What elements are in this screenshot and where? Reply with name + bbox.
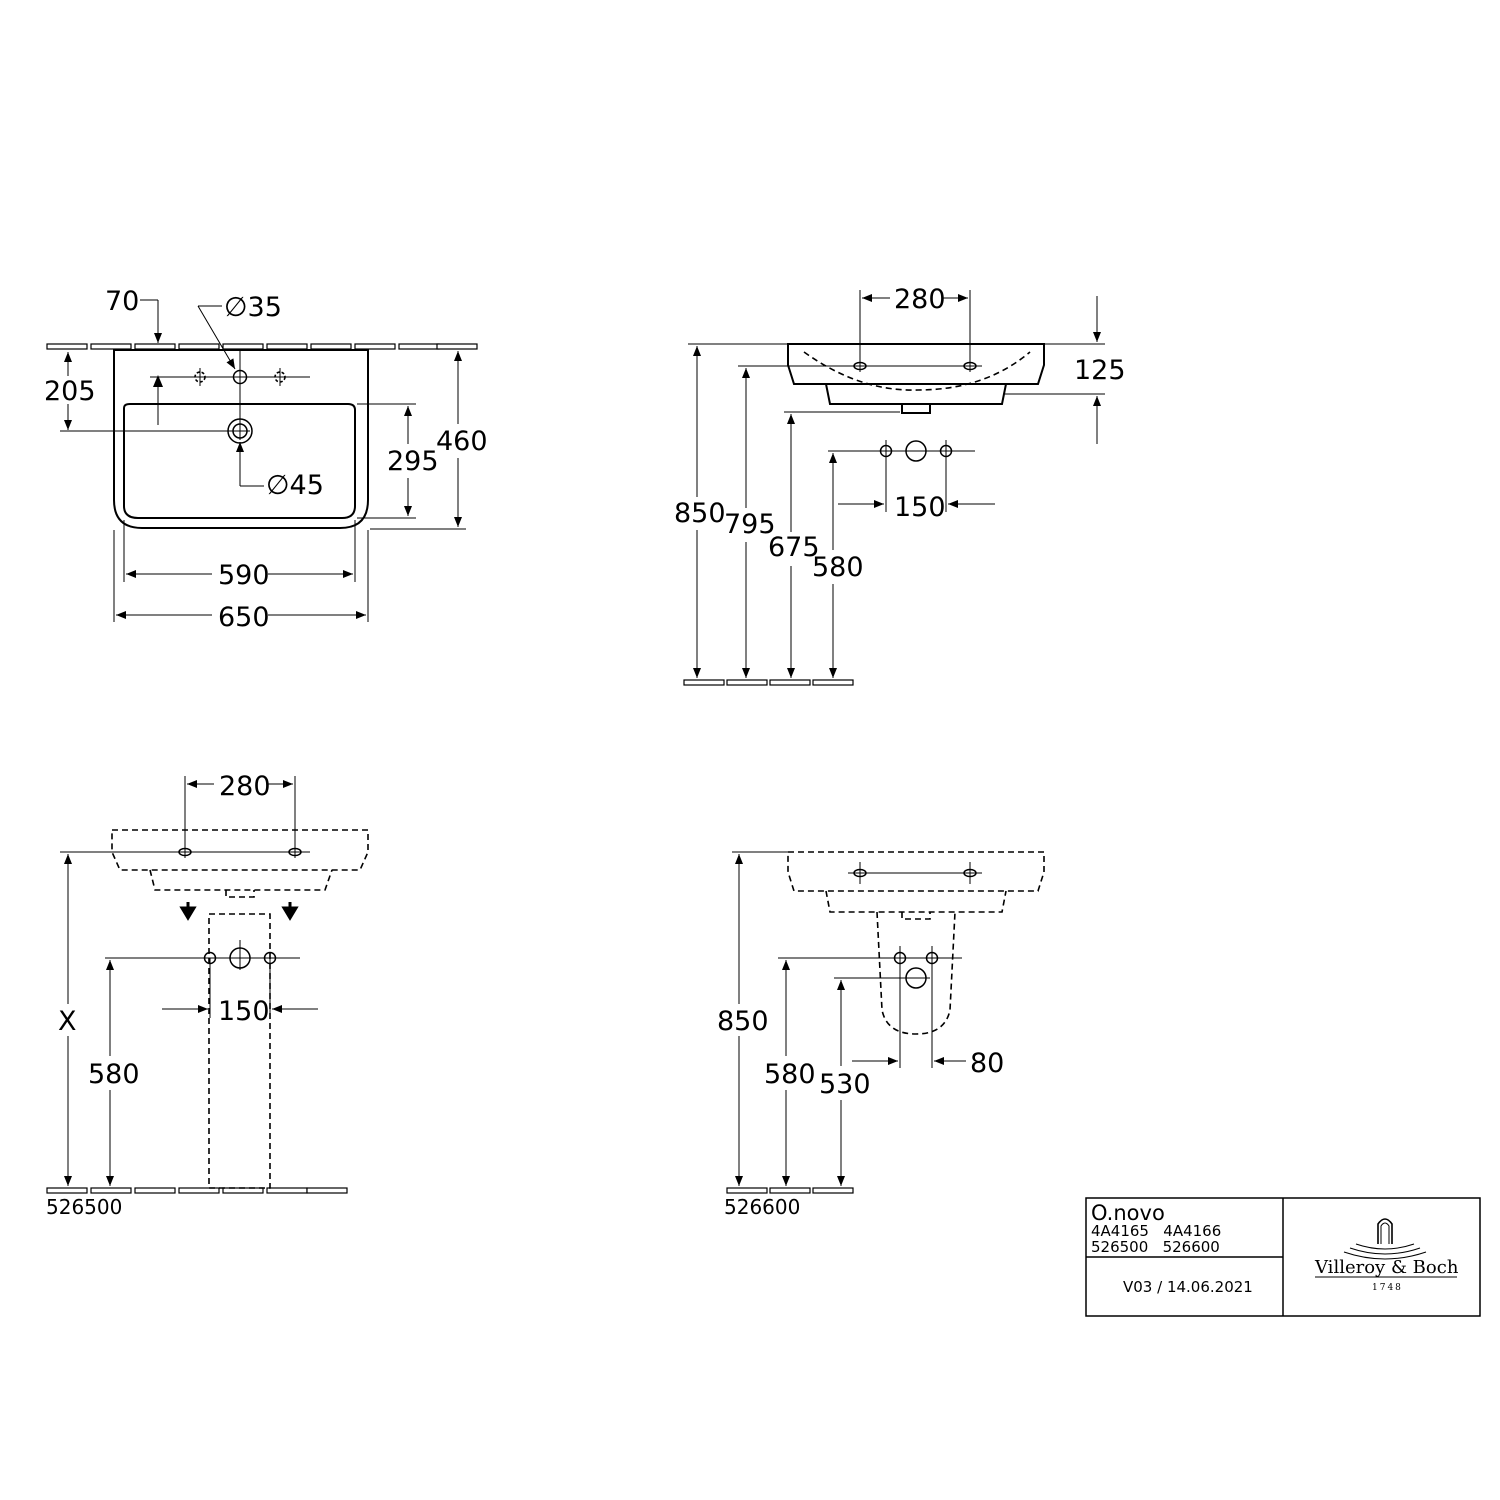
tap-hole bbox=[232, 369, 248, 385]
dim-side-795: 795 bbox=[724, 509, 776, 540]
dim-front1-hole-spacing: 280 bbox=[219, 771, 271, 802]
dim-side-850: 850 bbox=[674, 498, 726, 529]
series-name: O.novo bbox=[1091, 1201, 1165, 1225]
dim-depth: 460 bbox=[436, 426, 488, 457]
pedestal bbox=[208, 913, 271, 1189]
bowl-outline-top bbox=[123, 403, 356, 519]
dim-tap-offset: 70 bbox=[105, 286, 139, 317]
product-codes-row1: 4A4165 4A4166 bbox=[1091, 1222, 1221, 1240]
dim-front1-x: X bbox=[58, 1006, 77, 1037]
drawing-version: V03 / 14.06.2021 bbox=[1123, 1278, 1253, 1296]
dim-bowl-width: 590 bbox=[218, 560, 270, 591]
dim-bowl-depth: 295 bbox=[387, 446, 439, 477]
front-view-526600-floor bbox=[726, 1187, 854, 1194]
dim-front2-80: 80 bbox=[970, 1048, 1004, 1079]
product-codes-row2: 526500 526600 bbox=[1091, 1238, 1220, 1256]
front-view-526600: 850 580 530 80 526600 bbox=[717, 851, 1045, 1219]
top-view: 70 ∅35 205 ∅45 295 460 590 bbox=[44, 286, 488, 633]
code-526600: 526600 bbox=[724, 1195, 800, 1219]
front-view-526500: 280 150 X 580 526500 bbox=[46, 771, 369, 1219]
dim-front2-530: 530 bbox=[819, 1069, 871, 1100]
dim-side-hole-spacing: 280 bbox=[894, 284, 946, 315]
dim-width: 650 bbox=[218, 602, 270, 633]
dim-side-580: 580 bbox=[812, 552, 864, 583]
dim-front2-580: 580 bbox=[764, 1059, 816, 1090]
title-block: O.novo 4A4165 4A4166 526500 526600 V03 /… bbox=[1085, 1197, 1481, 1317]
dim-front1-supply-spacing: 150 bbox=[218, 996, 270, 1027]
basin-outline-top bbox=[113, 349, 369, 529]
brand-year: 1748 bbox=[1372, 1283, 1403, 1293]
semi-pedestal bbox=[876, 911, 956, 1035]
brand-name: Villeroy & Boch bbox=[1314, 1257, 1459, 1278]
villeroy-boch-logo: Villeroy & Boch 1748 bbox=[1314, 1218, 1459, 1293]
dim-side-supply-spacing: 150 bbox=[894, 492, 946, 523]
dim-rim-thickness: 125 bbox=[1074, 355, 1126, 386]
top-view-wall bbox=[46, 343, 478, 350]
front-view-526500-floor bbox=[46, 1187, 348, 1194]
code-526500: 526500 bbox=[46, 1195, 122, 1219]
dim-tap-hole: ∅35 bbox=[224, 292, 282, 323]
basin-outline-side bbox=[787, 343, 1045, 385]
side-view: 280 125 850 795 675 580 150 bbox=[674, 284, 1126, 686]
dim-waste: ∅45 bbox=[266, 470, 324, 501]
dim-tap-depth: 205 bbox=[44, 376, 96, 407]
side-view-floor bbox=[683, 679, 854, 686]
dim-front1-580: 580 bbox=[88, 1059, 140, 1090]
dim-front2-850: 850 bbox=[717, 1006, 769, 1037]
dim-side-675: 675 bbox=[768, 532, 820, 563]
